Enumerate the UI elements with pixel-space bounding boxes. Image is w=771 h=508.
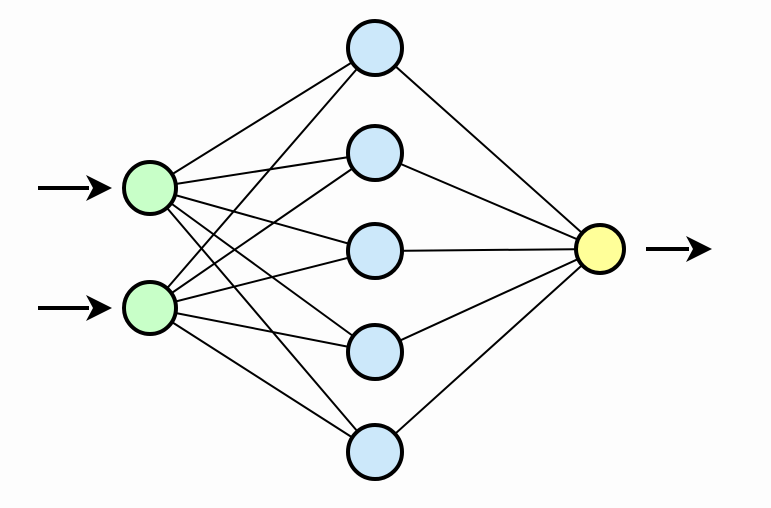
input-node-2[interactable] [122, 280, 178, 336]
edge-i1-h1 [149, 47, 376, 189]
edge-i1-h4 [149, 187, 376, 353]
nodes-group [122, 19, 626, 481]
input-layer [122, 160, 178, 336]
output-arrow-1 [646, 236, 712, 262]
hidden-node-3[interactable] [346, 222, 404, 280]
edge-i1-h5 [149, 187, 376, 453]
hidden-node-5[interactable] [346, 423, 404, 481]
edge-i2-h4 [149, 307, 376, 353]
io-arrows-group [38, 175, 712, 321]
edge-i1-h3 [149, 187, 376, 252]
output-layer [574, 223, 626, 275]
edge-h2-o1 [374, 152, 601, 250]
edge-i2-h1 [149, 47, 376, 309]
edge-i2-h2 [149, 152, 376, 309]
edge-h3-o1 [374, 248, 601, 252]
input-arrow-1 [38, 175, 112, 201]
edge-i2-h3 [149, 250, 376, 309]
edges-group [149, 47, 601, 453]
edge-h4-o1 [374, 248, 601, 353]
edge-i2-h5 [149, 307, 376, 453]
edge-h5-o1 [374, 248, 601, 453]
output-node-1[interactable] [574, 223, 626, 275]
hidden-node-1[interactable] [346, 19, 404, 77]
input-arrow-1-head [86, 175, 112, 201]
hidden-node-2[interactable] [346, 124, 404, 182]
output-arrow-1-head [686, 236, 712, 262]
hidden-layer [346, 19, 404, 481]
input-arrow-2 [38, 295, 112, 321]
input-arrow-2-head [86, 295, 112, 321]
input-node-1[interactable] [122, 160, 178, 216]
hidden-node-4[interactable] [346, 323, 404, 381]
edge-i1-h2 [149, 152, 376, 189]
edge-h1-o1 [374, 47, 601, 250]
